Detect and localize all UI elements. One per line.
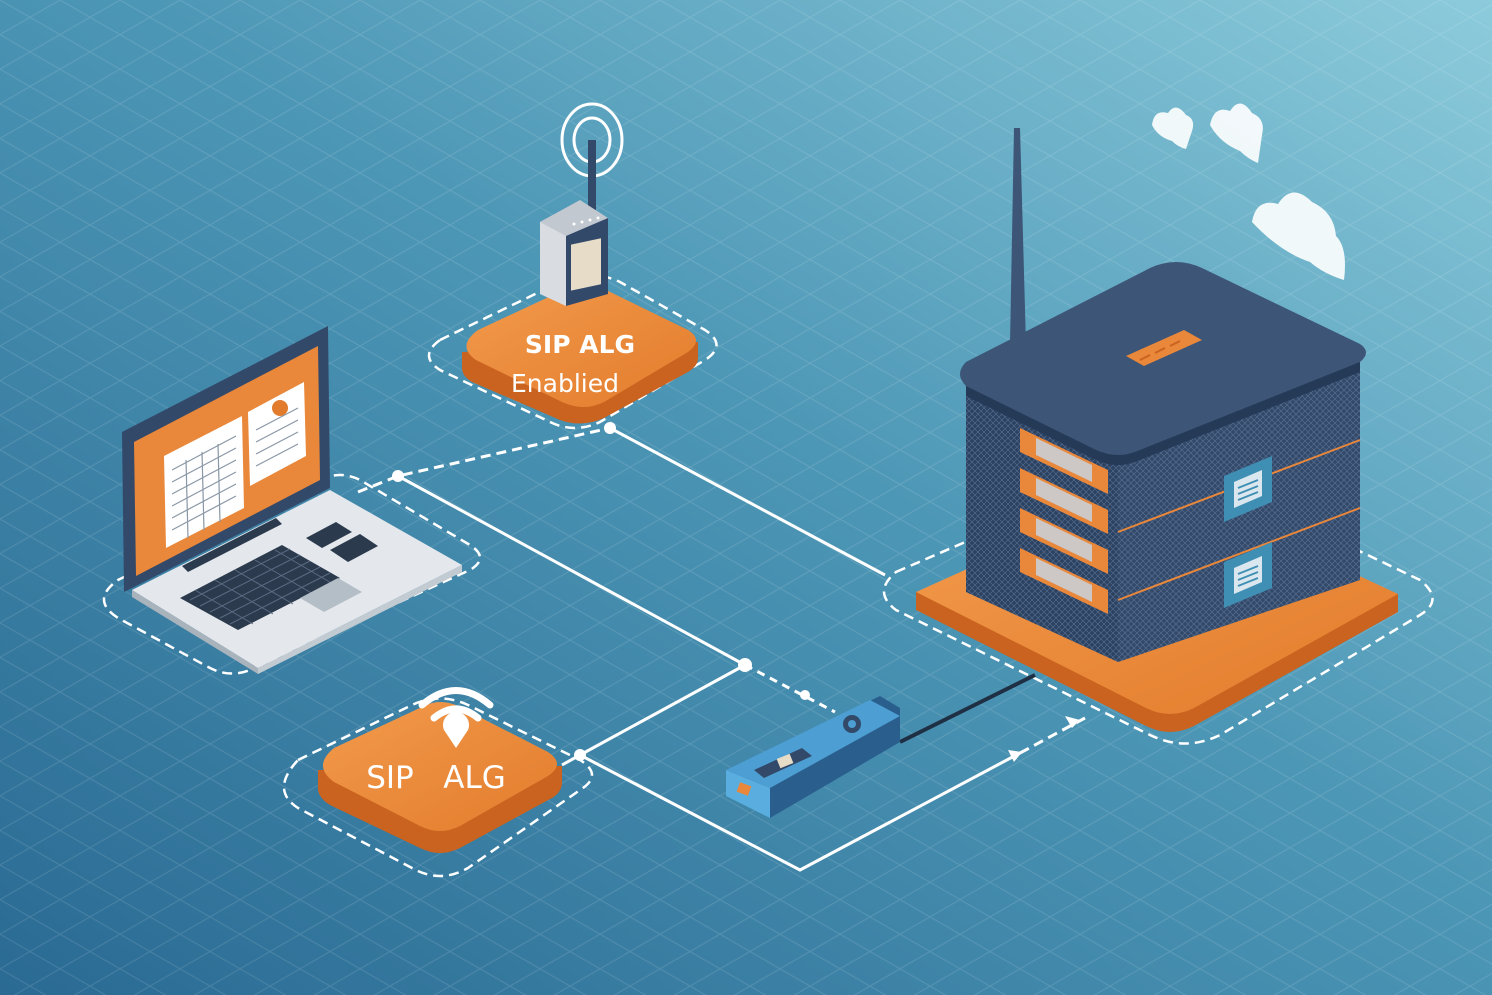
- cloud-icon: [1252, 192, 1345, 280]
- router-antenna: [588, 140, 596, 214]
- connection-node: [604, 422, 616, 434]
- wifi-router-icon: [540, 102, 624, 306]
- laptop-button: [330, 534, 378, 562]
- connection-node: [738, 658, 752, 672]
- laptop[interactable]: [102, 326, 482, 675]
- screen-document-left: [164, 416, 244, 548]
- server-top-rim: [966, 362, 1360, 465]
- badge-top: [323, 702, 557, 831]
- laptop-base-edge-right: [258, 565, 462, 674]
- laptop-touchpad: [300, 578, 362, 612]
- clouds: [1152, 103, 1345, 280]
- server-status-panels: [1224, 456, 1272, 608]
- adapter-chip: [776, 753, 794, 769]
- document-dot-icon: [272, 400, 288, 416]
- link-server-dashed: [1019, 716, 1086, 755]
- connection-node: [392, 470, 404, 482]
- badge-label-line2: Enablied: [511, 369, 619, 398]
- laptop-base-edge: [132, 590, 258, 674]
- server-antenna: [1010, 128, 1026, 345]
- sip-alg-badge[interactable]: SIP ALG: [282, 687, 594, 878]
- laptop-hinge: [182, 518, 282, 572]
- badge-label-line1: SIP ALG: [525, 330, 635, 359]
- usb-adapter[interactable]: [726, 673, 1036, 818]
- connection-node: [800, 690, 810, 700]
- location-pin-icon: [443, 712, 469, 748]
- connection-nodes: [392, 422, 1080, 762]
- server-top: [960, 262, 1366, 455]
- link-router-to-server: [609, 426, 886, 577]
- link-hub-to-adapter: [744, 663, 836, 714]
- screen-document-right: [248, 382, 306, 486]
- laptop-button: [306, 522, 352, 548]
- keyboard-keys: [189, 548, 334, 625]
- server-stripe: [1117, 507, 1361, 601]
- arrow-head: [1008, 750, 1022, 762]
- wifi-signal-icon: [418, 687, 494, 722]
- badge-label: SIP ALG: [366, 760, 506, 796]
- badge-top: [466, 284, 696, 407]
- arrow-head: [1065, 716, 1080, 728]
- server-drive-bays: [1020, 428, 1108, 614]
- sip-alg-enabled-badge[interactable]: SIP ALG Enablied: [427, 273, 718, 430]
- adapter-cable: [899, 673, 1036, 744]
- router-body-top: [540, 200, 608, 236]
- router-indicator-lights: [572, 216, 600, 226]
- cloud-icon: [1210, 103, 1263, 163]
- wifi-router[interactable]: [540, 102, 624, 306]
- link-badge-to-server: [579, 751, 1021, 872]
- link-laptop-to-hub: [397, 474, 746, 667]
- router-screen: [571, 238, 601, 291]
- adapter-port: [736, 782, 752, 796]
- cloud-icon: [1152, 107, 1194, 149]
- server-tower[interactable]: [882, 128, 1434, 745]
- badge-dashed-outline: [282, 697, 594, 878]
